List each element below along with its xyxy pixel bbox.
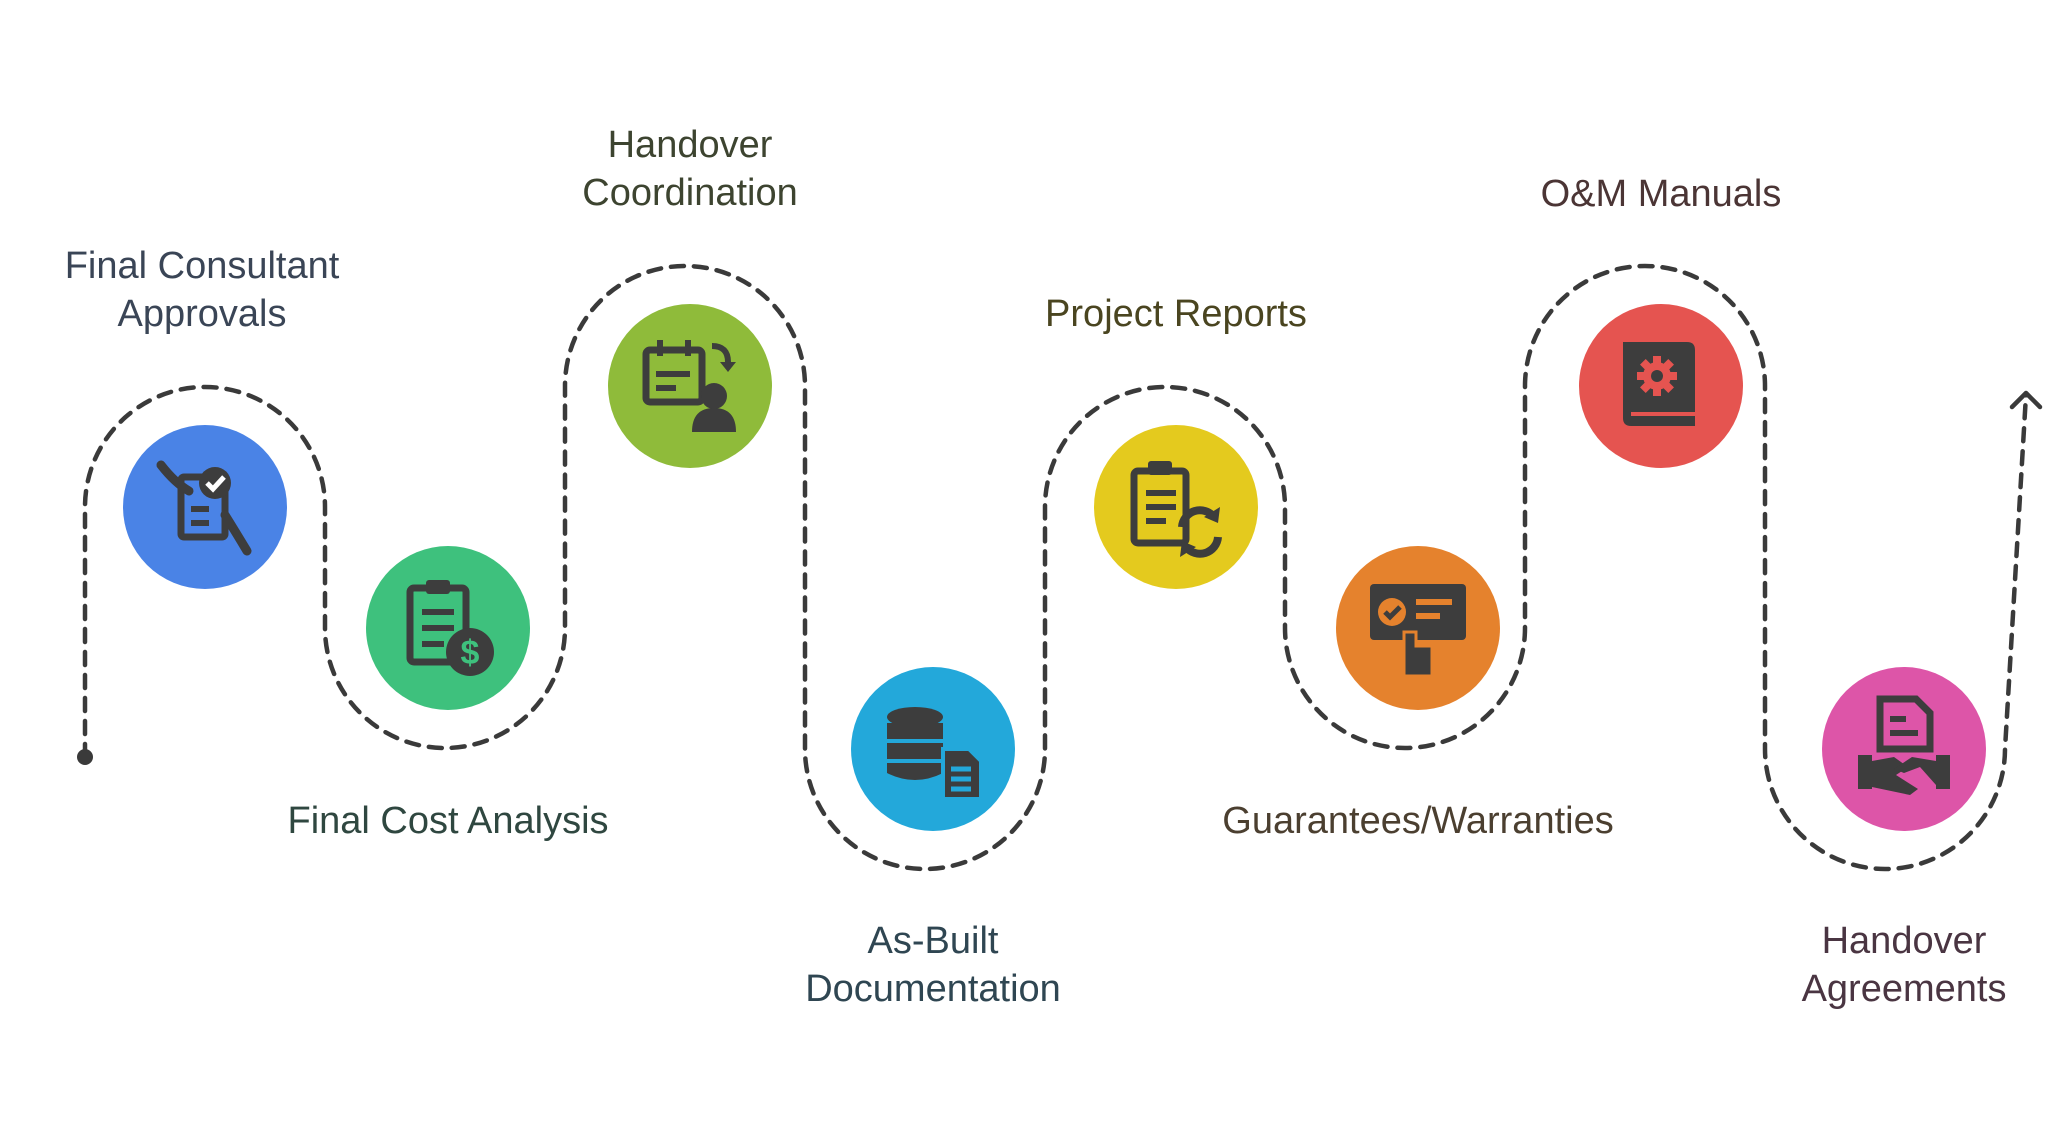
- step-node-1: [123, 425, 287, 589]
- step-circle-3: [608, 304, 772, 468]
- step-label-1: Final Consultant Approvals: [64, 245, 340, 335]
- path-start-dot: [77, 749, 93, 765]
- step-node-2: [366, 546, 530, 710]
- step-node-7: [1579, 304, 1743, 468]
- step-label-7: O&M Manuals: [1540, 173, 1782, 215]
- path-end-arrow-icon: [2009, 390, 2043, 410]
- step-label-2: Final Cost Analysis: [287, 800, 609, 842]
- step-label-6: Guarantees/Warranties: [1222, 800, 1614, 842]
- step-label-5: Project Reports: [1045, 293, 1307, 335]
- step-node-4: [851, 667, 1015, 831]
- step-label-8: Handover Agreements: [1801, 920, 2007, 1010]
- step-node-3: [608, 304, 772, 468]
- step-label-3: Handover Coordination: [582, 124, 798, 214]
- dashed-flow-path: [82, 263, 2029, 872]
- step-node-6: [1336, 546, 1500, 710]
- step-label-4: As-Built Documentation: [805, 920, 1061, 1010]
- manual-gear-icon: [1621, 340, 1697, 428]
- step-node-8: [1822, 667, 1986, 831]
- step-node-5: [1094, 425, 1258, 589]
